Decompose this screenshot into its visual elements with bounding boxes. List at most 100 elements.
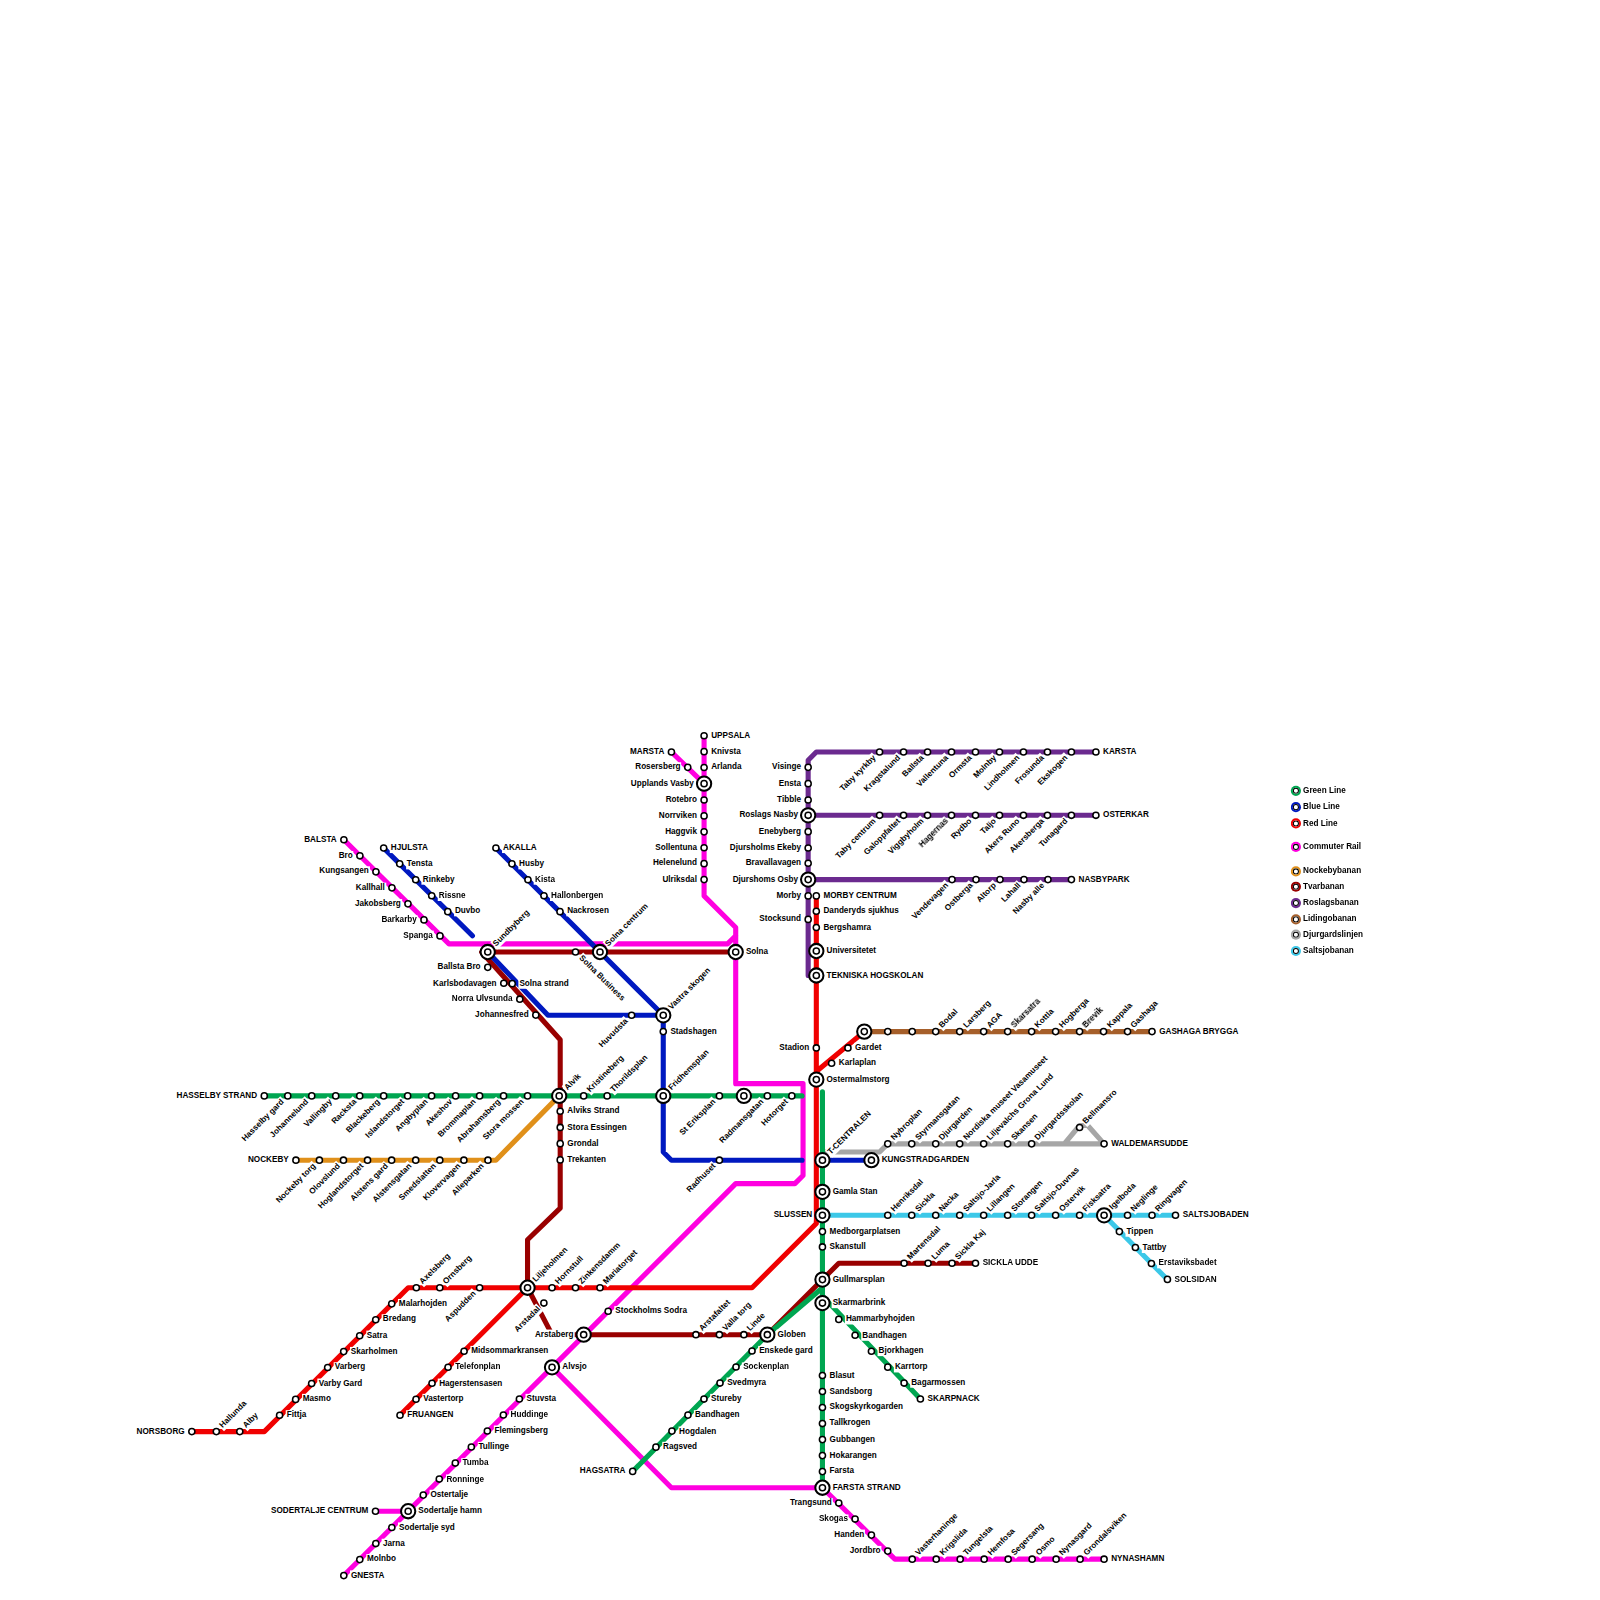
station-label: Tippen: [1126, 1227, 1155, 1237]
station-label: Gashaga: [1128, 998, 1161, 1031]
station-dot: [972, 812, 978, 818]
station-dot: [556, 1093, 562, 1099]
station-dot: [701, 781, 707, 787]
station-label: Skarholmen: [350, 1347, 399, 1357]
station-dot: [629, 1012, 635, 1018]
station-label: SOLSIDAN: [1174, 1274, 1218, 1284]
station-dot: [557, 1157, 563, 1163]
station-label: Enskede gard: [758, 1346, 814, 1356]
station-label: Malarhojden: [398, 1299, 448, 1309]
station-dot: [364, 1157, 370, 1163]
station-dot: [829, 1060, 835, 1066]
station-dot: [500, 1412, 506, 1418]
station-dot: [809, 1072, 823, 1086]
station-dot: [948, 749, 954, 755]
station-dot: [805, 781, 811, 787]
station-dot: [357, 853, 363, 859]
legend-text: Saltsjobanan: [1303, 946, 1354, 956]
station-label: Stureby: [710, 1394, 742, 1404]
station-label: Alviks Strand: [566, 1106, 620, 1116]
station-label: Sockenplan: [742, 1362, 790, 1372]
station-dot: [484, 1428, 490, 1434]
station-dot: [701, 861, 707, 867]
station-label: Barkarby: [380, 915, 417, 925]
station-dot: [996, 812, 1002, 818]
station-dot: [819, 1453, 825, 1459]
station-label: Erstaviksbadet: [1158, 1258, 1218, 1268]
legend-text: Nockebybanan: [1303, 866, 1361, 876]
station-dot: [660, 1012, 666, 1018]
station-dot: [520, 1281, 534, 1295]
station-dot: [668, 749, 674, 755]
station-label: Djurgardsskolan: [1032, 1089, 1086, 1143]
station-label: Tumba: [461, 1458, 489, 1468]
station-label: Gubbangen: [829, 1434, 876, 1444]
station-dot: [819, 1485, 825, 1491]
station-dot: [815, 1153, 829, 1167]
station-label: Handen: [833, 1530, 865, 1540]
station-dot: [909, 1556, 915, 1562]
station-dot: [701, 797, 707, 803]
station-label: Grondal: [566, 1139, 599, 1149]
station-dot: [917, 1396, 923, 1402]
station-dot: [1149, 1029, 1155, 1035]
station-label: GNESTA: [350, 1570, 385, 1580]
station-dot: [868, 1532, 874, 1538]
station-dot: [1077, 1212, 1083, 1218]
station-label: Tensta: [406, 859, 434, 869]
legend-swatch: [1291, 930, 1301, 940]
station-dot: [577, 1328, 591, 1342]
station-dot: [717, 1380, 723, 1386]
station-dot: [805, 860, 811, 866]
station-label: Huddinge: [509, 1410, 549, 1420]
station-dot: [933, 1556, 939, 1562]
station-dot: [1101, 1029, 1107, 1035]
legend-text: Green Line: [1303, 786, 1346, 796]
station-dot: [852, 1332, 858, 1338]
station-dot: [868, 1157, 874, 1163]
station-label: Vastertorp: [422, 1394, 464, 1404]
station-dot: [1097, 1208, 1111, 1222]
station-dot: [809, 944, 823, 958]
station-dot: [357, 1557, 363, 1563]
station-label: Hagerstensasen: [438, 1378, 503, 1388]
station-dot: [1124, 1029, 1130, 1035]
station-label: SLUSSEN: [773, 1210, 814, 1220]
station-label: Sollentuna: [654, 843, 698, 853]
station-label: Danderyds sjukhus: [822, 906, 899, 916]
station-dot: [819, 1404, 825, 1410]
station-label: Globen: [777, 1330, 807, 1340]
station-label: Stuvsta: [526, 1394, 558, 1404]
station-dot: [1021, 877, 1027, 883]
station-dot: [1077, 1029, 1083, 1035]
station-label: Karlaplan: [838, 1058, 877, 1068]
station-dot: [1148, 1260, 1154, 1266]
station-label: Ostermalmstorg: [826, 1074, 891, 1084]
station-dot: [801, 808, 815, 822]
station-dot: [981, 1029, 987, 1035]
station-dot: [685, 764, 691, 770]
station-label: Kungsangen: [318, 867, 369, 877]
station-dot: [836, 1316, 842, 1322]
station-dot: [605, 1308, 611, 1314]
station-dot: [813, 908, 819, 914]
station-dot: [1093, 812, 1099, 818]
station-dot: [813, 893, 819, 899]
station-dot: [445, 1364, 451, 1370]
station-label: Kallhall: [355, 883, 386, 893]
station-dot: [933, 1212, 939, 1218]
legend-swatch: [1291, 914, 1301, 924]
station-label: AKALLA: [502, 843, 538, 853]
station-label: Rosersberg: [634, 762, 681, 772]
station-dot: [760, 1328, 774, 1342]
station-dot: [357, 1093, 363, 1099]
station-label: Kista: [534, 875, 556, 885]
station-dot: [819, 1300, 825, 1306]
station-dot: [813, 1077, 819, 1083]
station-label: MARSTA: [629, 747, 665, 757]
station-dot: [189, 1429, 195, 1435]
station-dot: [933, 1029, 939, 1035]
station-dot: [293, 1157, 299, 1163]
station-dot: [1005, 1029, 1011, 1035]
